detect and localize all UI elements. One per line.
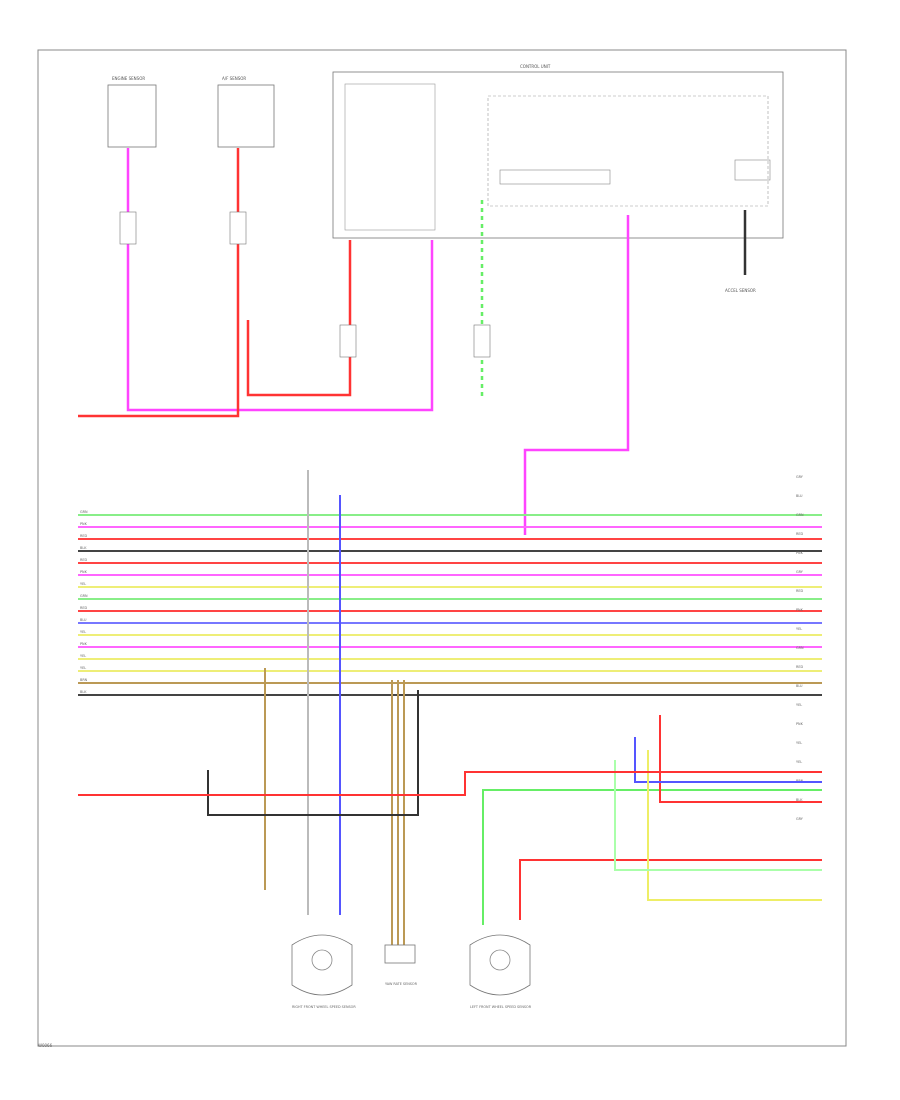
wire-color-label-right: RED bbox=[796, 589, 803, 593]
right-front-wheel-sensor-label: RIGHT FRONT WHEEL SPEED SENSOR bbox=[292, 1005, 356, 1009]
wire-color-label-right: RED bbox=[796, 532, 803, 536]
wire-color-label-right: BLU bbox=[796, 684, 803, 688]
wire-red-lower bbox=[519, 859, 822, 920]
control-unit-title: CONTROL UNIT bbox=[520, 64, 551, 69]
wire-color-label-right: BLK bbox=[796, 798, 803, 802]
engine-sensor-label: ENGINE SENSOR bbox=[112, 76, 145, 81]
connector-3 bbox=[339, 324, 357, 358]
wire-color-label-right: BLU bbox=[796, 494, 803, 498]
wire-red-1 bbox=[78, 148, 240, 418]
wire-color-label-right: PNK bbox=[796, 722, 804, 726]
wire-lightgreen-right bbox=[614, 760, 822, 871]
wire-color-label-right: GRY bbox=[796, 475, 804, 479]
wire-color-label-right: PNK bbox=[796, 551, 804, 555]
wire-yellow-right bbox=[647, 750, 822, 901]
diagram-footer-code: W0066 bbox=[38, 1043, 53, 1048]
wire-color-label-left: YEL bbox=[80, 666, 86, 670]
wire-color-label-left: YEL bbox=[80, 630, 86, 634]
left-front-wheel-sensor-label: LEFT FRONT WHEEL SPEED SENSOR bbox=[470, 1005, 532, 1009]
control-unit-box bbox=[332, 71, 784, 239]
yaw-rate-sensor bbox=[384, 944, 416, 964]
wire-color-label-left: BRN bbox=[80, 678, 88, 682]
wire-color-label-right: YEL bbox=[796, 703, 802, 707]
connector-1 bbox=[119, 211, 137, 245]
control-unit-inner-b bbox=[487, 95, 769, 207]
af-sensor-box bbox=[217, 84, 275, 148]
yaw-rate-sensor-label: YAW RATE SENSOR bbox=[385, 982, 418, 986]
wire-color-label-left: YEL bbox=[80, 654, 86, 658]
wire-color-label-right: YEL bbox=[796, 627, 802, 631]
wire-red-2 bbox=[246, 240, 352, 397]
wire-color-label-right: YEL bbox=[796, 741, 802, 745]
wire-color-label-right: GRY bbox=[796, 817, 804, 821]
wire-blue-right bbox=[634, 737, 822, 783]
wire-pink-2 bbox=[523, 215, 630, 535]
wire-color-label-right: YEL bbox=[796, 760, 802, 764]
wire-color-label-right: GRN bbox=[796, 646, 804, 650]
accel-sensor-label: ACCEL SENSOR bbox=[725, 288, 756, 293]
connector-4 bbox=[473, 324, 491, 358]
connector-2 bbox=[229, 211, 247, 245]
af-sensor-label: A/F SENSOR bbox=[222, 76, 246, 81]
wire-color-label-right: RED bbox=[796, 665, 803, 669]
wire-green-lower bbox=[482, 789, 822, 925]
wire-color-label-left: RED bbox=[80, 534, 87, 538]
wire-color-label-left: YEL bbox=[80, 582, 86, 586]
wire-red-bottom bbox=[78, 771, 822, 796]
control-unit-module bbox=[734, 159, 771, 181]
wire-color-label-right: PNK bbox=[796, 608, 804, 612]
wire-color-label-right: GRN bbox=[796, 513, 804, 517]
wire-color-label-left: GRN bbox=[80, 594, 88, 598]
wire-color-label-left: BLU bbox=[80, 618, 87, 622]
control-unit-bus bbox=[499, 169, 611, 185]
control-unit-inner-a bbox=[344, 83, 436, 231]
diagram-border bbox=[37, 49, 847, 1047]
wire-red-right bbox=[659, 715, 822, 803]
engine-sensor-box bbox=[107, 84, 157, 148]
wire-color-label-left: BLK bbox=[80, 546, 87, 550]
wire-color-label-left: BLK bbox=[80, 690, 87, 694]
wire-color-label-left: PNK bbox=[80, 642, 88, 646]
wire-color-label-left: PNK bbox=[80, 522, 88, 526]
wire-color-label-left: RED bbox=[80, 606, 87, 610]
wire-color-label-right: GRY bbox=[796, 570, 804, 574]
right-front-wheel-sensor bbox=[291, 934, 353, 996]
wire-color-label-left: GRN bbox=[80, 510, 88, 514]
wire-black-vertical bbox=[207, 690, 419, 816]
wire-pink-1 bbox=[126, 148, 434, 412]
wire-color-label-left: PNK bbox=[80, 570, 88, 574]
left-front-wheel-sensor bbox=[469, 934, 531, 996]
wire-color-label-left: RED bbox=[80, 558, 87, 562]
